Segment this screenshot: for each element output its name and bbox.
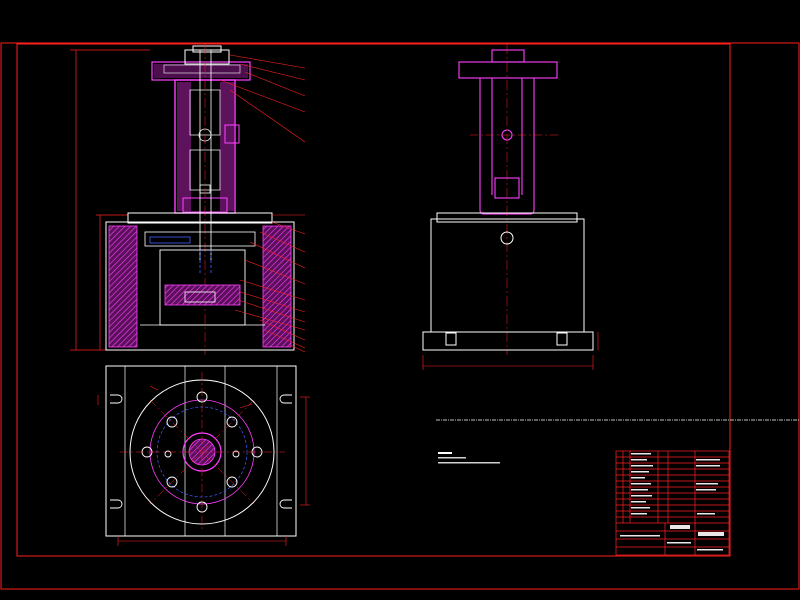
technical-notes bbox=[436, 419, 800, 464]
part-leaders bbox=[219, 54, 306, 353]
outer-border bbox=[0, 42, 800, 590]
base-block bbox=[105, 212, 295, 351]
inner-border bbox=[16, 43, 731, 557]
drawing-frame bbox=[0, 42, 800, 590]
side-view bbox=[422, 44, 599, 370]
side-base bbox=[422, 212, 594, 351]
top-view-centerlines bbox=[120, 372, 285, 530]
parts-list-columns bbox=[622, 451, 696, 555]
parts-list-rows bbox=[616, 456, 729, 548]
slot-holes bbox=[110, 394, 292, 509]
side-dimensions bbox=[422, 332, 599, 370]
overall-height-dimension bbox=[70, 49, 150, 351]
title-block-text-marks bbox=[620, 453, 724, 551]
piston-rod bbox=[199, 50, 212, 260]
title-block bbox=[615, 450, 730, 556]
cylinder-body bbox=[174, 79, 240, 214]
side-top-cap bbox=[458, 49, 558, 79]
top-flange bbox=[151, 45, 251, 81]
front-section-view bbox=[70, 44, 306, 355]
top-view bbox=[97, 365, 310, 546]
top-view-dimensions bbox=[97, 385, 310, 546]
top-view-plate bbox=[105, 365, 297, 537]
